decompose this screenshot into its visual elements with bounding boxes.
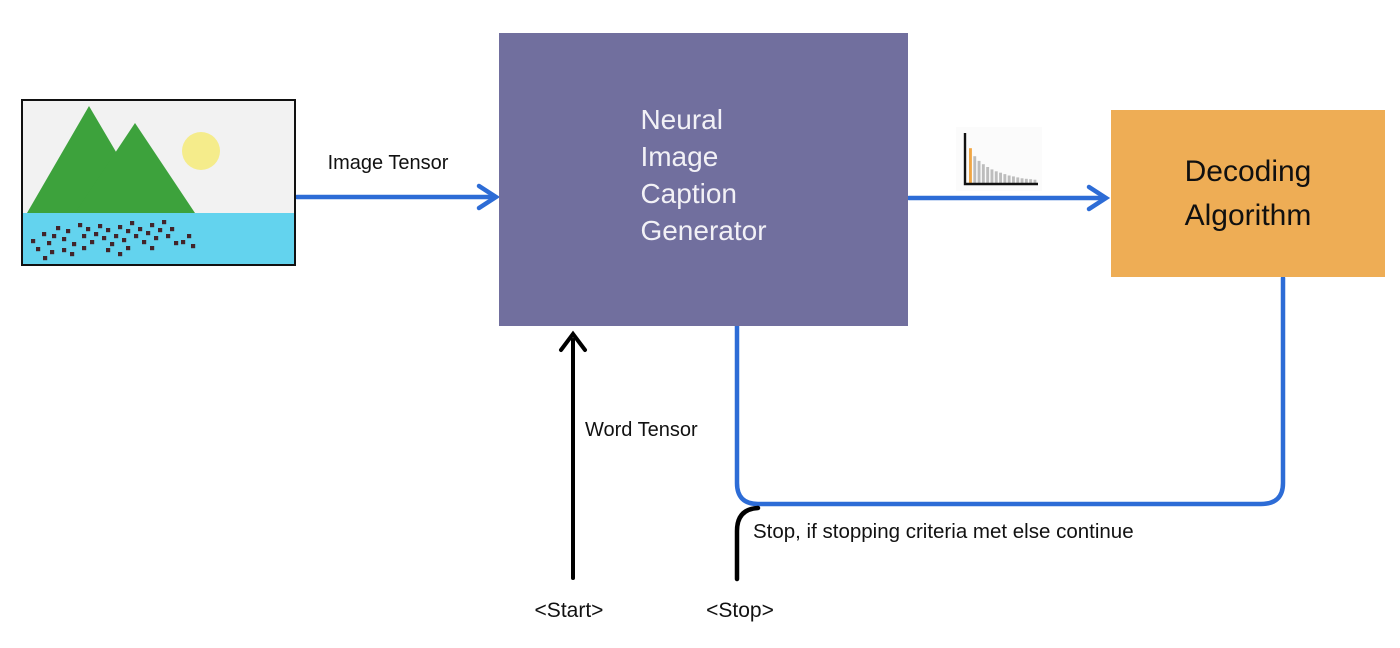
word-tensor-label: Word Tensor xyxy=(585,419,698,441)
input-image xyxy=(21,99,296,266)
caption-generator-label: Neural Image Caption Generator xyxy=(640,103,767,246)
sun-icon xyxy=(182,132,220,170)
stop-connector xyxy=(734,505,761,582)
image-tensor-arrow xyxy=(294,183,501,211)
image-tensor-label: Image Tensor xyxy=(327,152,449,174)
pebbles xyxy=(31,220,196,261)
water xyxy=(23,213,294,264)
distribution-bars xyxy=(969,148,1037,184)
caption-generator-node: Neural Image Caption Generator xyxy=(499,33,908,326)
start-token-label: <Start> xyxy=(534,599,604,622)
decoding-algorithm-node: Decoding Algorithm xyxy=(1111,110,1385,277)
stop-condition-label: Stop, if stopping criteria met else cont… xyxy=(753,520,1134,543)
output-distribution-arrow xyxy=(906,184,1111,212)
landscape-image-icon xyxy=(23,101,294,264)
probability-distribution-icon xyxy=(956,127,1042,191)
distribution-axes xyxy=(963,133,1038,186)
stop-token-label: <Stop> xyxy=(706,599,774,622)
word-tensor-arrow xyxy=(559,330,587,580)
decoding-algorithm-label: Decoding Algorithm xyxy=(1184,154,1312,232)
distribution-background xyxy=(956,127,1042,191)
feedback-connector xyxy=(734,275,1286,507)
mountain-small xyxy=(75,123,195,213)
